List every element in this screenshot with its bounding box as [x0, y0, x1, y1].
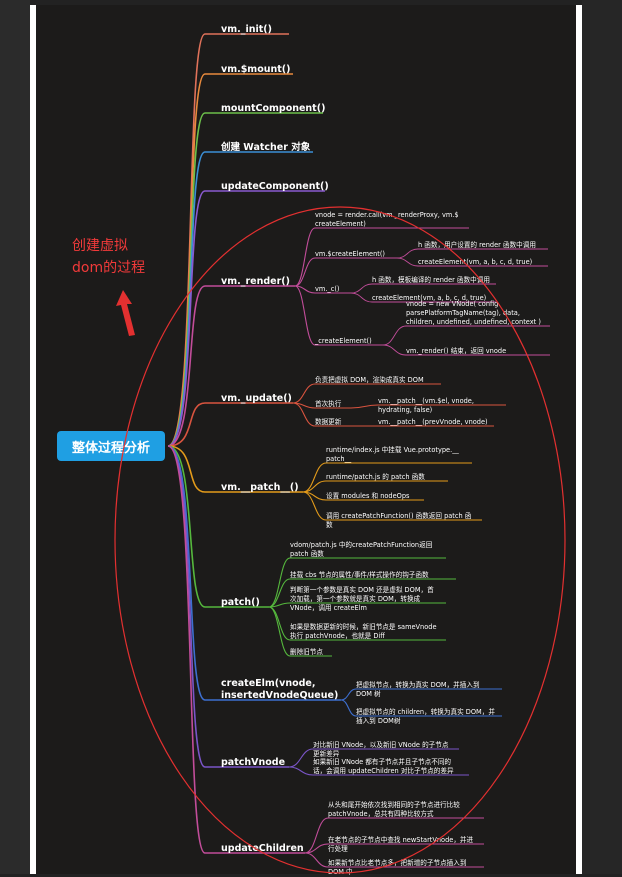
topic-node-5[interactable]: vm._render()	[221, 276, 290, 287]
sub-branch-10-0	[288, 748, 314, 768]
branch-1	[167, 73, 206, 447]
subtopic-8-4[interactable]: 删除旧节点	[290, 648, 323, 656]
subtopic-6-1[interactable]: 首次执行	[315, 400, 342, 408]
leaf-branch-5-2-0	[350, 283, 373, 294]
subtopic-11-1[interactable]: 在老节点的子节点中查找 newStartVnode，并进行处理	[328, 836, 474, 853]
sub-branch-10-1	[288, 766, 314, 776]
leaf-5-1-0[interactable]: h 函数，用户设置的 render 函数中调用	[418, 241, 536, 249]
leaf-branch-6-1-0	[350, 404, 379, 409]
leaf-5-3-0[interactable]: vnode = new VNode( config. parsePlatform…	[406, 300, 541, 326]
leaf-branch-5-3-1	[382, 344, 407, 356]
leaf-branch-5-1-1	[396, 257, 419, 267]
topic-node-10[interactable]: patchVnode	[221, 757, 286, 768]
subtopic-5-0[interactable]: vnode = render.call(vm._renderProxy, vm.…	[315, 211, 459, 228]
root-node[interactable]: 整体过程分析	[57, 431, 165, 461]
topic-node-1[interactable]: vm.$mount()	[221, 64, 291, 75]
leaf-branch-5-3-0	[382, 325, 407, 346]
sub-branch-5-2	[294, 285, 316, 294]
subtopic-5-1[interactable]: vm.$createElement()	[315, 250, 385, 258]
branch-0	[167, 33, 206, 447]
sub-branch-5-0	[294, 227, 316, 287]
leaf-5-2-0[interactable]: h 函数，模板编译的 render 函数中调用	[372, 276, 490, 284]
sub-branch-8-3	[268, 606, 291, 641]
subtopic-8-3[interactable]: 如果是数据更新的时候，新旧节点是 sameVnode 执行 patchVnode…	[290, 623, 437, 640]
subtopic-10-0[interactable]: 对比新旧 VNode，以及新旧 VNode 的子节点更新差异	[313, 741, 449, 758]
topic-node-0[interactable]: vm._init()	[221, 24, 272, 35]
branch-11	[167, 445, 206, 854]
sub-branch-11-2	[304, 852, 329, 868]
topic-node-3[interactable]: 创建 Watcher 对象	[221, 142, 311, 153]
subtopic-8-1[interactable]: 挂载 cbs 节点的属性/事件/样式操作的钩子函数	[290, 571, 429, 579]
sub-branch-7-0	[302, 462, 327, 493]
subtopic-8-0[interactable]: vdom/patch.js 中的createPatchFunction返回 pa…	[290, 541, 433, 558]
subtopic-11-0[interactable]: 从头和尾开始依次找到相同的子节点进行比较 patchVnode，总共有四种比较方…	[328, 801, 460, 818]
leaf-6-1-0[interactable]: vm.__patch__(vm.$el, vnode, hydrating, f…	[378, 397, 474, 414]
subtopic-7-0[interactable]: runtime/index.js 中挂载 Vue.prototype.__ pa…	[326, 446, 459, 463]
topic-node-2[interactable]: mountComponent()	[221, 103, 326, 114]
leaf-6-2-0[interactable]: vm.__patch__(prevVnode, vnode)	[378, 418, 488, 426]
right-frame	[582, 0, 622, 874]
sub-branch-6-2	[292, 402, 316, 427]
sub-branch-8-0	[268, 557, 291, 608]
topic-node-7[interactable]: vm.__patch__()	[221, 482, 299, 493]
annotation-text: 创建虚拟 dom的过程	[72, 238, 146, 276]
subtopic-5-2[interactable]: vm._c()	[315, 285, 340, 293]
topic-node-8[interactable]: patch()	[221, 597, 260, 608]
leaf-5-1-1[interactable]: createElement(vm, a, b, c, d, true)	[418, 258, 533, 266]
subtopic-9-0[interactable]: 把虚拟节点，转换为真实 DOM，并插入到 DOM 树	[356, 681, 480, 698]
subtopic-6-0[interactable]: 负责把虚拟 DOM，渲染成真实 DOM	[315, 376, 424, 384]
sub-branch-9-0	[340, 688, 357, 701]
topic-node-11[interactable]: updateChildren	[221, 843, 304, 854]
subtopic-7-2[interactable]: 设置 modules 和 nodeOps	[326, 492, 410, 500]
sub-branch-8-4	[268, 606, 291, 657]
topic-node-9[interactable]: createElm(vnode, insertedVnodeQueue)	[221, 678, 339, 701]
leaf-5-3-1[interactable]: vm._render() 结束，返回 vnode	[406, 347, 507, 355]
sub-branch-11-0	[304, 817, 329, 854]
subtopic-8-2[interactable]: 判断第一个参数是真实 DOM 还是虚拟 DOM，首次加载，第一个参数就是真实 D…	[290, 586, 434, 612]
topic-node-6[interactable]: vm._update()	[221, 393, 292, 404]
subtopic-6-2[interactable]: 数据更新	[315, 418, 342, 426]
subtopic-5-3[interactable]: _createElement()	[315, 337, 372, 345]
left-frame	[0, 0, 30, 874]
sub-branch-6-0	[292, 383, 316, 404]
sub-branch-5-1	[294, 257, 316, 287]
sub-branch-9-1	[340, 699, 357, 717]
leaf-branch-5-1-0	[396, 248, 419, 259]
subtopic-9-1[interactable]: 把虚拟节点的 children，转换为真实 DOM，并插入到 DOM树	[356, 708, 495, 725]
subtopic-7-3[interactable]: 调用 createPatchFunction() 函数返回 patch 函数	[326, 512, 472, 529]
subtopic-10-1[interactable]: 如果新旧 VNode 都有子节点并且子节点不同的话，会调用 updateChil…	[313, 758, 454, 775]
leaf-branch-5-2-1	[350, 292, 373, 303]
subtopic-7-1[interactable]: runtime/patch.js 的 patch 函数	[326, 473, 425, 481]
sub-branch-5-3	[294, 285, 316, 346]
topic-node-4[interactable]: updateComponent()	[221, 181, 329, 192]
